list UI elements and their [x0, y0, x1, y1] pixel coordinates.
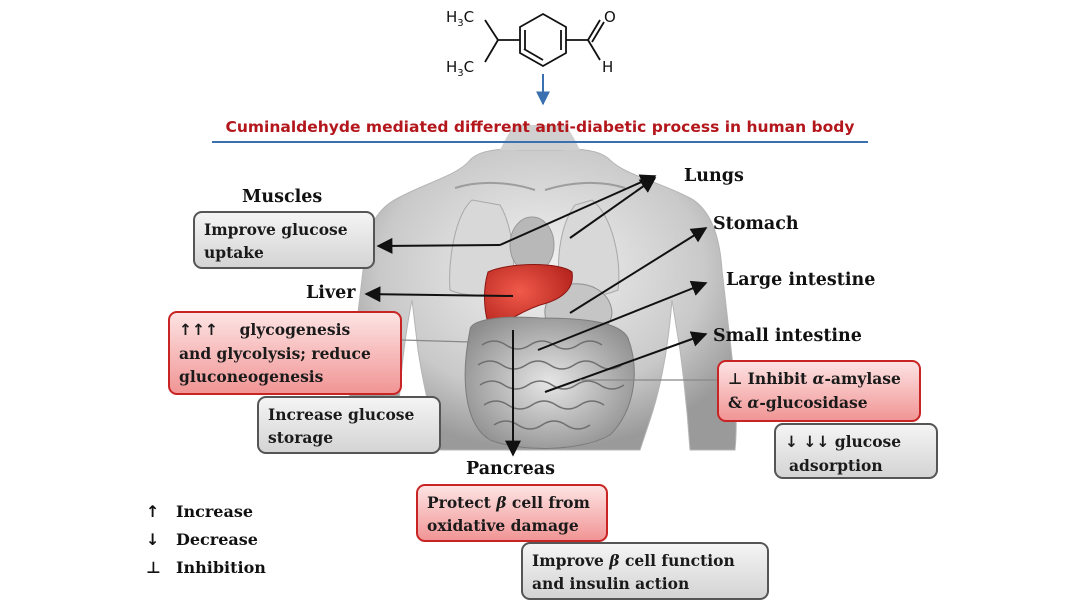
glucose-adsorption-box: ↓ ↓↓ glucose adsorption: [774, 423, 938, 479]
label-small-intestine: Small intestine: [713, 326, 862, 346]
arrow-lungs-2: [569, 177, 657, 239]
up-arrow-icon: ↑: [146, 502, 160, 521]
arrow-stomach: [569, 227, 708, 314]
small-intestine-effect-box: ⊥ Inhibit α-amylase & α-glucosidase: [717, 360, 921, 422]
liver-effect-box: ↑↑↑ glycogenesis and glycolysis; reduce …: [168, 311, 402, 395]
pancreas-protect-box: Protect β cell from oxidative damage: [416, 484, 608, 542]
legend-decrease: ↓Decrease: [146, 530, 258, 549]
arrow-muscles: [376, 237, 501, 254]
diagram-title: Cuminaldehyde mediated different anti-di…: [225, 118, 855, 136]
legend-inhibition: ⊥Inhibition: [146, 558, 266, 577]
methyl-bottom-label: H3C: [446, 58, 475, 79]
arrow-small-intestine: [544, 331, 708, 393]
label-pancreas: Pancreas: [466, 459, 555, 479]
down-arrow-icon: ↓: [146, 530, 160, 549]
down-arrows-icon: ↓ ↓↓: [785, 433, 830, 451]
methyl-top-label: H3C: [446, 8, 475, 29]
muscles-effect-box: Improve glucose uptake: [193, 211, 375, 269]
triple-up-arrow-icon: ↑↑↑: [179, 321, 218, 339]
inhibition-icon: ⊥: [728, 370, 743, 388]
label-large-intestine: Large intestine: [726, 270, 876, 290]
label-stomach: Stomach: [713, 214, 799, 234]
inhibition-icon: ⊥: [146, 558, 161, 577]
arrow-lungs-1: [499, 174, 657, 246]
label-lungs: Lungs: [684, 166, 744, 186]
oxygen-label: O: [604, 8, 616, 26]
label-liver: Liver: [306, 283, 356, 303]
hydrogen-label: H: [602, 58, 614, 76]
legend-increase: ↑Increase: [146, 502, 254, 521]
cuminaldehyde-structure: [484, 12, 605, 68]
pancreas-function-box: Improve β cell function and insulin acti…: [521, 542, 769, 600]
arrow-liver: [364, 286, 514, 303]
legend: ↑Increase ↓Decrease ⊥Inhibition: [146, 502, 266, 586]
arrow-large-intestine: [537, 280, 708, 351]
label-muscles: Muscles: [242, 187, 323, 207]
liver-storage-box: Increase glucose storage: [257, 396, 441, 454]
